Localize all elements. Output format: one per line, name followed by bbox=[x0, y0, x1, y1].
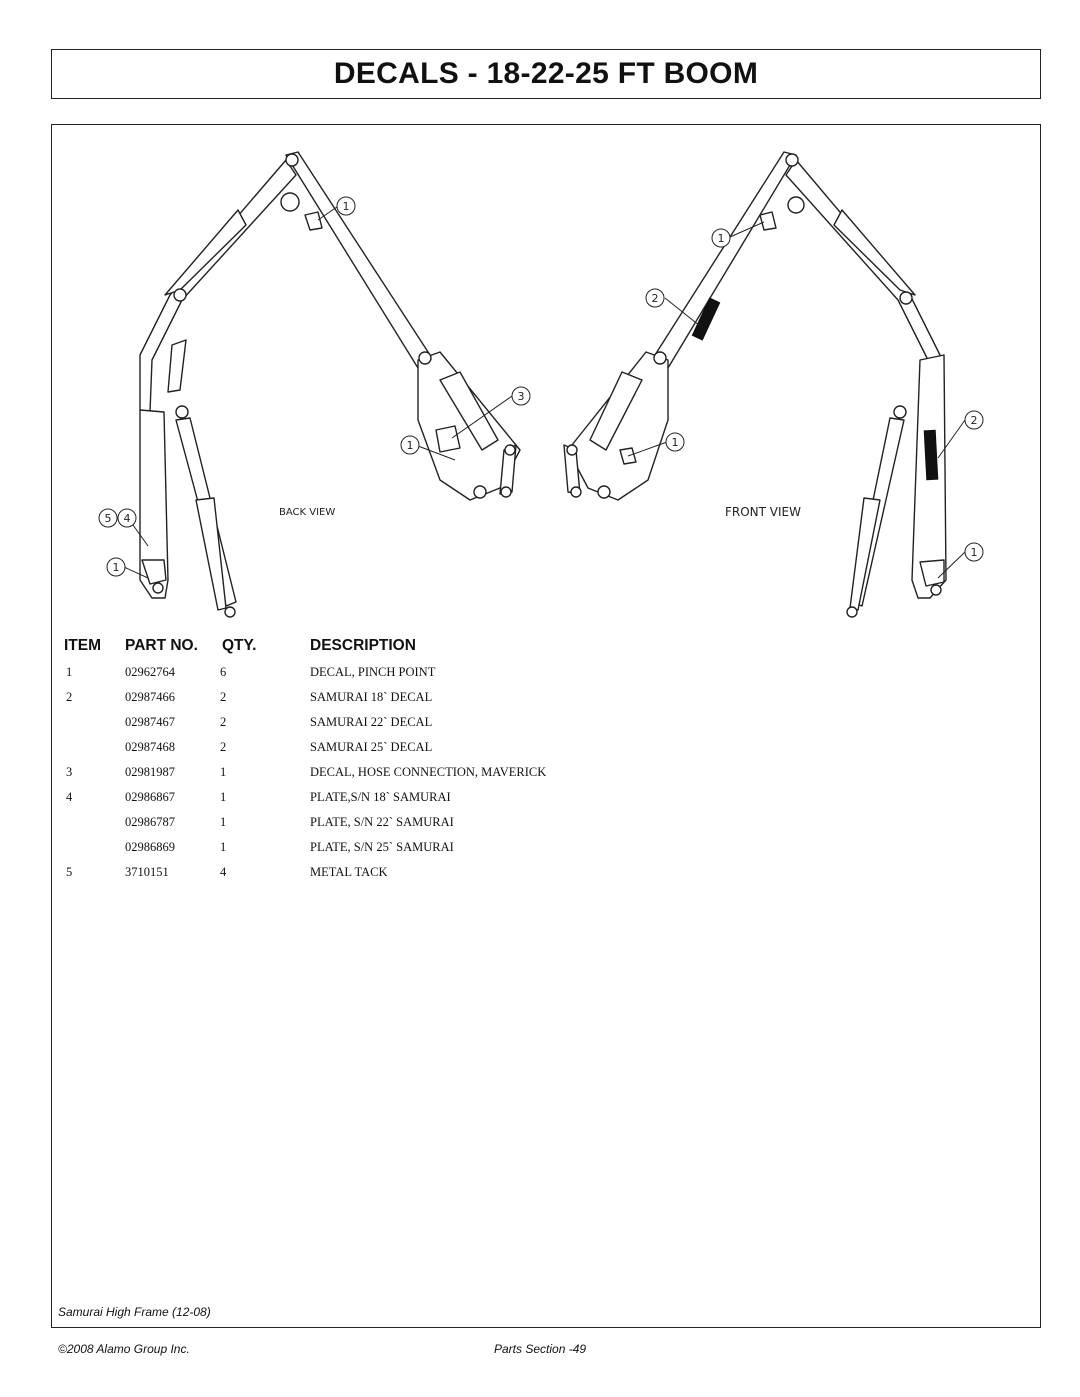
cell-item: 2 bbox=[66, 690, 73, 704]
callout-bubbles: 1 3 1 5 4 1 1 2 1 2 1 bbox=[98, 196, 984, 577]
col-header-item: ITEM bbox=[64, 637, 102, 654]
back-view-pins bbox=[152, 153, 516, 618]
callout-leaders bbox=[123, 206, 966, 579]
svg-text:3: 3 bbox=[518, 390, 525, 403]
callout-1: 1 bbox=[106, 557, 126, 577]
callout-1: 1 bbox=[711, 228, 731, 248]
cell-description: DECAL, PINCH POINT bbox=[310, 665, 436, 679]
cell-part: 02987468 bbox=[125, 740, 175, 754]
cell-part: 02987467 bbox=[125, 715, 175, 729]
table-row: 3 02981987 1 DECAL, HOSE CONNECTION, MAVERI… bbox=[0, 765, 1080, 785]
footer-copyright: ©2008 Alamo Group Inc. bbox=[58, 1342, 190, 1356]
cell-qty: 1 bbox=[220, 815, 227, 829]
callout-3: 3 bbox=[511, 386, 531, 406]
front-view-boom bbox=[563, 151, 947, 611]
callout-1: 1 bbox=[665, 432, 685, 452]
cell-description: SAMURAI 25` DECAL bbox=[310, 740, 433, 754]
table-row: 02986787 1 PLATE, S/N 22` SAMURAI bbox=[0, 815, 1080, 835]
cell-item: 5 bbox=[66, 865, 73, 879]
cell-description: DECAL, HOSE CONNECTION, MAVERICK bbox=[310, 765, 547, 779]
svg-text:2: 2 bbox=[971, 414, 978, 427]
table-row: 02986869 1 PLATE, S/N 25` SAMURAI bbox=[0, 840, 1080, 860]
table-row: 02987468 2 SAMURAI 25` DECAL bbox=[0, 740, 1080, 760]
svg-text:1: 1 bbox=[407, 439, 414, 452]
back-view-boom bbox=[139, 151, 521, 611]
cell-part: 02986867 bbox=[125, 790, 175, 804]
footer-page-number: Parts Section -49 bbox=[494, 1342, 587, 1356]
svg-text:1: 1 bbox=[672, 436, 679, 449]
callout-5: 5 bbox=[98, 508, 118, 528]
cell-description: PLATE, S/N 25` SAMURAI bbox=[310, 840, 454, 854]
col-header-description: DESCRIPTION bbox=[310, 637, 416, 654]
svg-text:1: 1 bbox=[718, 232, 725, 245]
cell-part: 02962764 bbox=[125, 665, 175, 679]
table-row: 02987467 2 SAMURAI 22` DECAL bbox=[0, 715, 1080, 735]
svg-text:1: 1 bbox=[343, 200, 350, 213]
cell-part: 02986787 bbox=[125, 815, 175, 829]
cell-qty: 1 bbox=[220, 790, 227, 804]
front-view-pins bbox=[566, 153, 942, 618]
cell-qty: 4 bbox=[220, 865, 227, 879]
footer-subtitle: Samurai High Frame (12-08) bbox=[58, 1305, 211, 1319]
cell-description: PLATE, S/N 22` SAMURAI bbox=[310, 815, 454, 829]
table-row: 5 3710151 4 METAL TACK bbox=[0, 865, 1080, 885]
svg-text:1: 1 bbox=[113, 561, 120, 574]
cell-description: SAMURAI 22` DECAL bbox=[310, 715, 433, 729]
samurai-decal-marks bbox=[691, 297, 939, 481]
col-header-part: PART NO. bbox=[125, 637, 198, 654]
svg-text:1: 1 bbox=[971, 546, 978, 559]
cell-part: 02981987 bbox=[125, 765, 175, 779]
cell-description: SAMURAI 18` DECAL bbox=[310, 690, 433, 704]
callout-2: 2 bbox=[645, 288, 665, 308]
callout-1: 1 bbox=[400, 435, 420, 455]
callout-1: 1 bbox=[336, 196, 356, 216]
cell-part: 02986869 bbox=[125, 840, 175, 854]
svg-text:2: 2 bbox=[652, 292, 659, 305]
cell-qty: 2 bbox=[220, 715, 227, 729]
content-frame bbox=[51, 124, 1041, 1328]
cell-qty: 1 bbox=[220, 840, 227, 854]
table-row: 1 02962764 6 DECAL, PINCH POINT bbox=[0, 665, 1080, 685]
cell-qty: 2 bbox=[220, 690, 227, 704]
cell-item: 3 bbox=[66, 765, 73, 779]
cell-qty: 1 bbox=[220, 765, 227, 779]
front-view-label: FRONT VIEW bbox=[725, 505, 802, 519]
table-row: 2 02987466 2 SAMURAI 18` DECAL bbox=[0, 690, 1080, 710]
cell-item: 1 bbox=[66, 665, 73, 679]
page-title: DECALS - 18-22-25 FT BOOM bbox=[333, 57, 759, 90]
title-box: DECALS - 18-22-25 FT BOOM bbox=[51, 49, 1041, 99]
back-view-label: BACK VIEW bbox=[279, 507, 336, 518]
callout-1: 1 bbox=[964, 542, 984, 562]
cell-description: PLATE,S/N 18` SAMURAI bbox=[310, 790, 451, 804]
table-row: 4 02986867 1 PLATE,S/N 18` SAMURAI bbox=[0, 790, 1080, 810]
cell-qty: 2 bbox=[220, 740, 227, 754]
svg-text:4: 4 bbox=[124, 512, 131, 525]
cell-qty: 6 bbox=[220, 665, 227, 679]
svg-text:5: 5 bbox=[105, 512, 112, 525]
callout-2: 2 bbox=[964, 410, 984, 430]
boom-illustration: 1 3 1 5 4 1 1 2 1 2 1 bbox=[98, 151, 984, 618]
cell-part: 3710151 bbox=[125, 865, 169, 879]
cell-part: 02987466 bbox=[125, 690, 175, 704]
col-header-qty: QTY. bbox=[222, 637, 257, 654]
cell-description: METAL TACK bbox=[310, 865, 388, 879]
cell-item: 4 bbox=[66, 790, 73, 804]
callout-4: 4 bbox=[117, 508, 137, 528]
